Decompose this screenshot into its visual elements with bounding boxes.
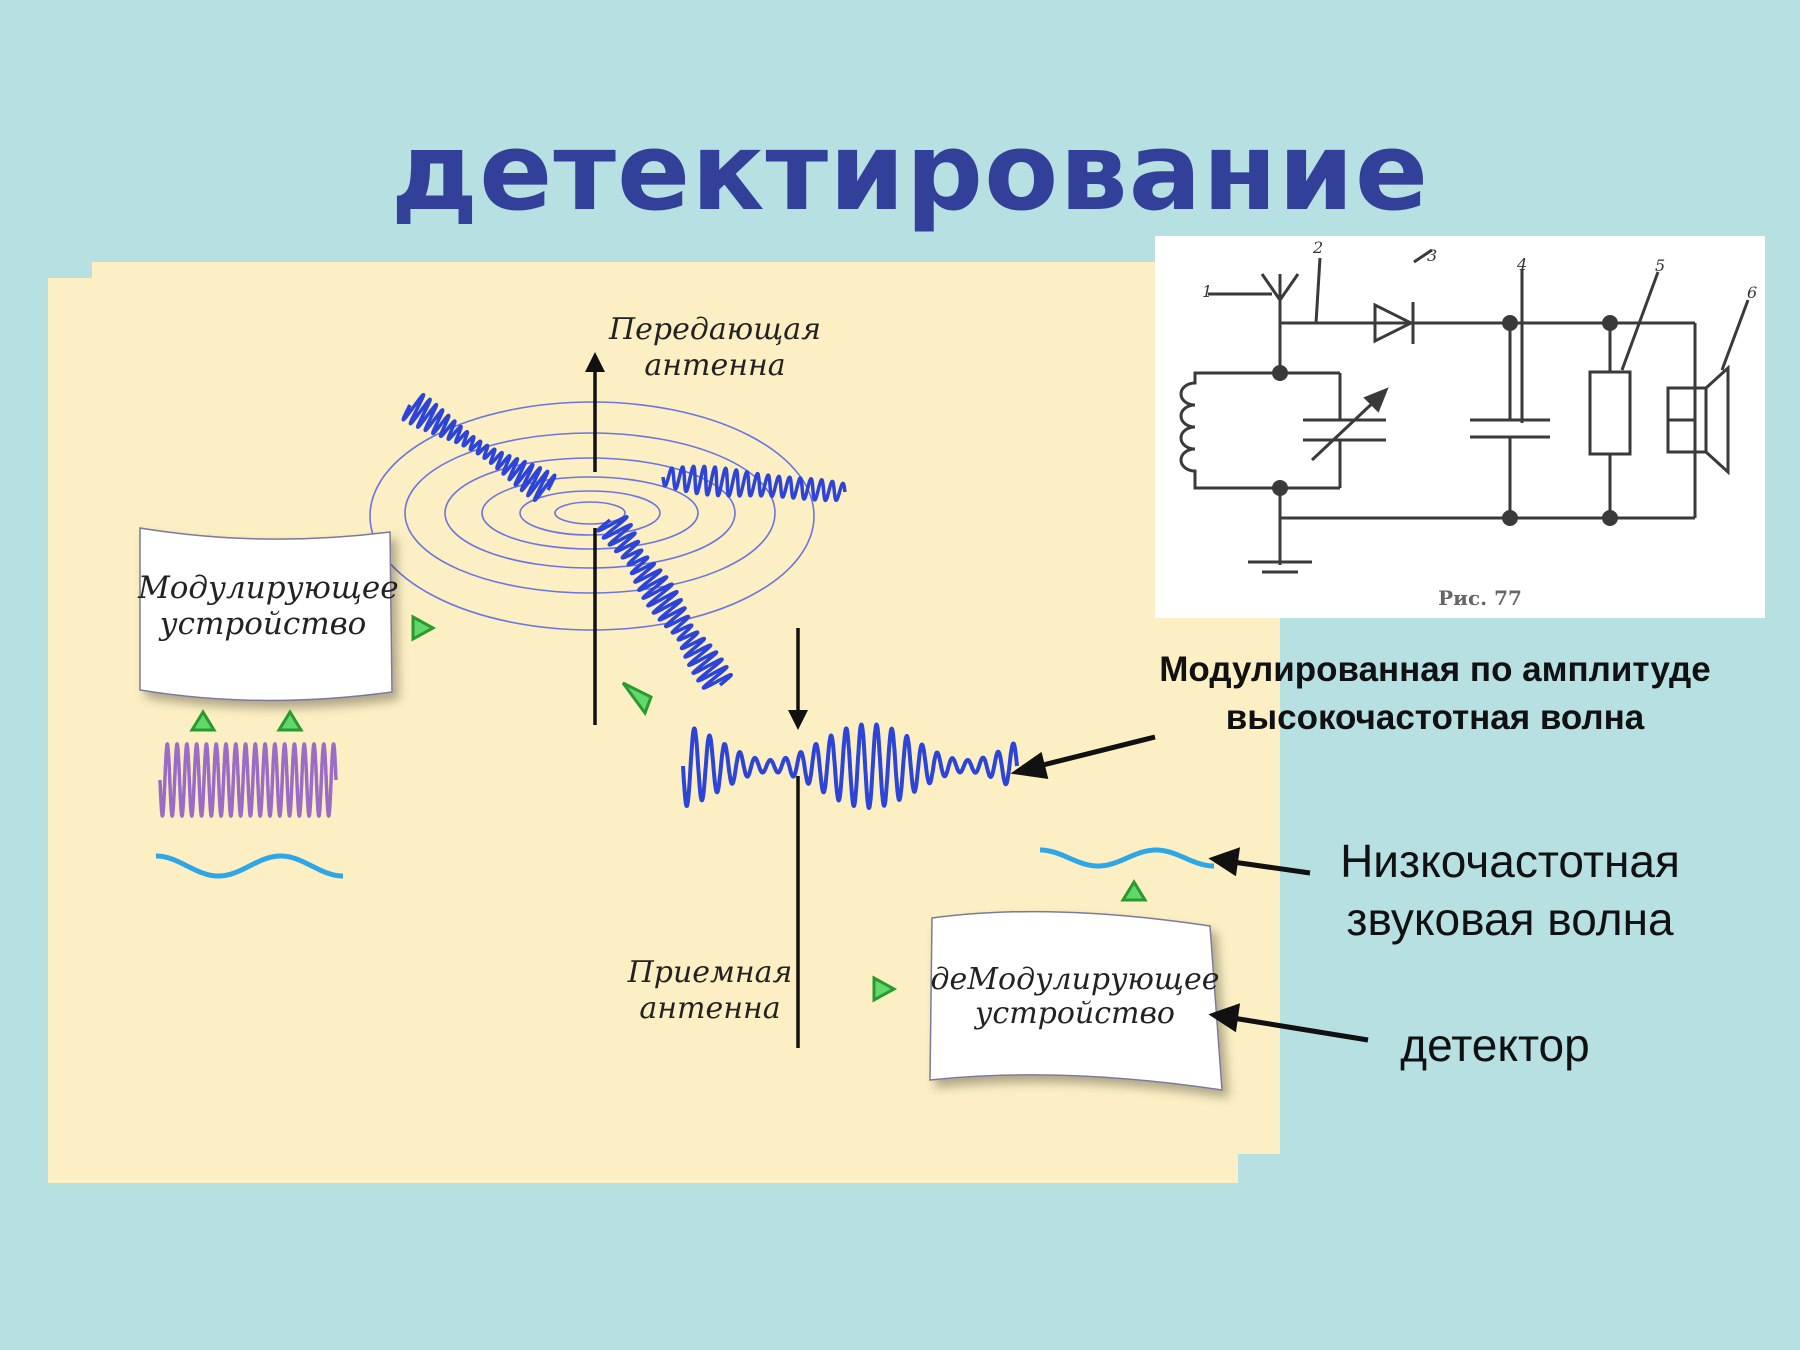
flow-markers — [189, 614, 1148, 1003]
schematic-number: 4 — [1517, 255, 1528, 274]
callout-arrows — [1010, 734, 1369, 1043]
field-ring — [404, 432, 776, 594]
schematic-number: 1 — [1202, 282, 1213, 301]
schematic-background — [1155, 236, 1765, 618]
radiated-wave-right — [661, 464, 847, 503]
schematic-number: 2 — [1313, 238, 1324, 257]
low-frequency-label: Низкочастотная звуковая волна — [1305, 832, 1715, 948]
junction-dot — [1502, 315, 1518, 331]
schematic-number: 6 — [1747, 283, 1758, 302]
field-ring — [554, 501, 626, 525]
diode-icon — [1373, 302, 1415, 344]
demodulator-card — [929, 910, 1223, 1091]
speaker-icon — [1666, 386, 1708, 454]
receive-antenna-label: Приемная антенна — [600, 955, 820, 1027]
receive-antenna-line2: антенна — [639, 991, 781, 1026]
modulator-line1: Модулирующее — [138, 570, 399, 606]
modulated-wave-line1: Модулированная по амплитуде — [1159, 650, 1711, 689]
arrow-head-icon — [1208, 1003, 1241, 1033]
transmit-antenna-label: Передающая антенна — [590, 312, 840, 384]
field-ring — [481, 476, 699, 550]
demodulator-label: деМодулирующее устройство — [930, 963, 1220, 1031]
page-title: детектирование — [390, 110, 1430, 235]
modulated-wave-label: Модулированная по амплитуде высокочастот… — [1090, 646, 1780, 742]
detector-label: детектор — [1400, 1019, 1590, 1071]
circuit-schematic — [1155, 236, 1765, 618]
up-marker-icon — [189, 709, 217, 732]
arrow-head-icon — [1010, 751, 1049, 780]
modulated-wave — [681, 722, 1019, 810]
demodulator-line2: устройство — [974, 996, 1175, 1031]
transmit-antenna-line2: антенна — [644, 348, 786, 383]
sound-wave-output — [1038, 847, 1216, 869]
arrow-detector — [1232, 1015, 1369, 1043]
junction-dot — [1272, 480, 1288, 496]
junction-dot — [1502, 510, 1518, 526]
transmit-antenna — [585, 352, 605, 725]
carrier-wave — [158, 742, 338, 818]
arrow-head-icon — [1208, 847, 1241, 877]
play-marker-icon — [411, 614, 437, 642]
modulated-wave-line2: высокочастотная волна — [1225, 698, 1645, 737]
arrow-low-freq — [1232, 859, 1311, 876]
up-marker-icon — [1120, 879, 1148, 902]
field-ring — [519, 490, 661, 536]
up-marker-icon — [276, 709, 304, 732]
radiated-wave-upper-left — [401, 392, 557, 503]
antenna-symbol-icon — [1260, 273, 1300, 330]
inductor-coil-icon — [1179, 371, 1280, 490]
modulator-card — [139, 527, 393, 702]
transmit-antenna-line1: Передающая — [609, 312, 821, 347]
junction-dot — [1602, 315, 1618, 331]
play-marker-icon — [872, 975, 898, 1003]
field-ring — [444, 457, 736, 569]
schematic-caption: Рис. 77 — [1438, 586, 1522, 610]
demodulator-line1: деМодулирующее — [930, 962, 1220, 997]
receive-antenna — [788, 628, 808, 1048]
arrow-modulated — [1034, 734, 1156, 770]
play-marker-icon — [621, 681, 653, 717]
modulator-line2: устройство — [159, 606, 367, 642]
waves-group — [154, 392, 1216, 879]
low-frequency-line2: звуковая волна — [1346, 893, 1674, 945]
field-ring — [369, 401, 815, 631]
receive-antenna-line1: Приемная — [627, 955, 793, 990]
junction-dot — [1602, 510, 1618, 526]
sound-wave-input — [154, 853, 345, 879]
modulator-label: Модулирующее устройство — [138, 570, 399, 642]
radiated-wave-down — [596, 515, 733, 690]
junction-dot — [1272, 365, 1288, 381]
low-frequency-line1: Низкочастотная — [1340, 835, 1680, 887]
schematic-number: 3 — [1427, 246, 1438, 265]
schematic-number: 5 — [1655, 256, 1666, 275]
radiation-field — [369, 401, 815, 631]
